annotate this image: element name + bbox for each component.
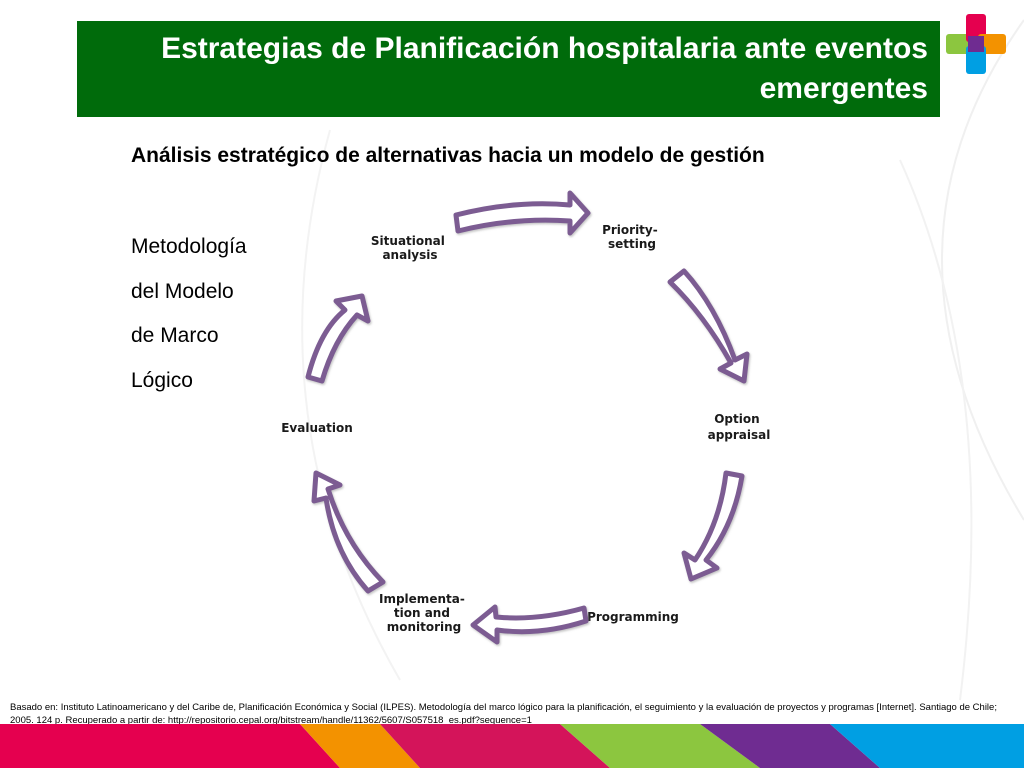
arrow-left-icon [470,604,589,645]
methodology-line: Metodología [131,235,247,258]
stage-label-line: Option [714,412,759,426]
methodology-line: de Marco [131,324,219,347]
citation-footnote: Basado en: Instituto Latinoamericano y d… [10,702,997,726]
stage-label-line: setting [608,237,656,251]
stage-label-line: analysis [382,248,437,262]
stage-situational-analysis: Situational analysis [371,234,449,262]
arrow-up-left-icon [311,470,386,594]
section-subtitle: Análisis estratégico de alternativas hac… [131,144,765,167]
stage-priority-setting: Priority- setting [602,223,662,251]
cycle-diagram: Situational analysis Priority- setting O… [281,190,771,645]
arrow-up-right-icon [305,293,371,384]
stage-label-line: Programming [587,610,679,624]
title-bar: Estrategias de Planificación hospitalari… [77,21,940,117]
decorative-bottom-bar [0,724,1024,768]
stage-implementation-monitoring: Implementa- tion and monitoring [379,592,469,634]
arrow-down-left-icon [681,470,745,582]
methodology-text: Metodología del Modelo de Marco Lógico [131,232,247,410]
stage-label-line: Evaluation [281,421,353,435]
stage-label-line: Situational [371,234,445,248]
arrow-right-icon [453,190,591,236]
stage-label-line: Implementa- [379,592,465,606]
methodology-line: del Modelo [131,279,234,303]
stage-programming: Programming [587,610,679,624]
arrows [305,190,750,645]
stage-evaluation: Evaluation [281,421,353,435]
stage-label-line: tion and [394,606,450,620]
slide-title: Estrategias de Planificación hospitalari… [161,32,928,105]
arrow-down-right-icon [667,268,750,384]
stage-label-line: monitoring [387,620,462,634]
stage-label-line: appraisal [708,428,771,442]
stage-option-appraisal: Option appraisal [708,412,771,442]
methodology-line: Lógico [131,368,193,392]
cross-logo-icon [946,14,1006,74]
stage-label-line: Priority- [602,223,658,237]
